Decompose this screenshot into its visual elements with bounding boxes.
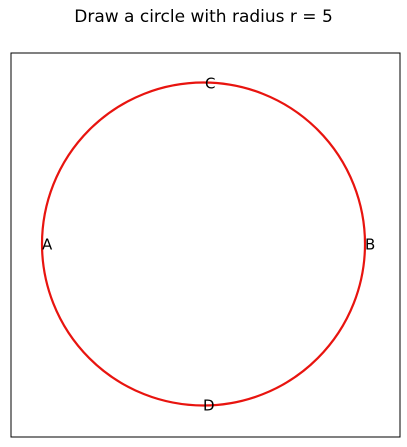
point-label-c: C bbox=[205, 75, 215, 93]
circle-shape bbox=[40, 81, 367, 407]
point-label-a: A bbox=[42, 236, 53, 254]
plot-frame bbox=[10, 52, 401, 438]
figure-title: Draw a circle with radius r = 5 bbox=[74, 7, 333, 27]
point-label-b: B bbox=[365, 236, 375, 254]
point-label-d: D bbox=[203, 397, 215, 415]
